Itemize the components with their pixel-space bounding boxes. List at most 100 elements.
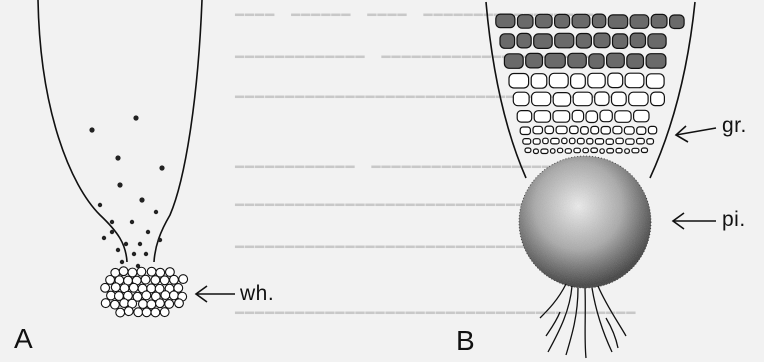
cluster-cell — [170, 291, 179, 300]
gr-label: gr. — [722, 115, 747, 136]
wh-arrow — [196, 286, 235, 302]
open-cell — [574, 148, 581, 153]
open-cell — [577, 138, 584, 144]
pi-arrow — [673, 213, 716, 229]
granular-cell — [648, 34, 666, 49]
granule-dot — [110, 220, 114, 224]
panel-a-drawing — [38, 0, 202, 262]
cluster-cell — [170, 275, 179, 284]
open-cell — [595, 92, 609, 106]
open-cell — [534, 149, 539, 154]
open-cell — [625, 149, 630, 154]
granular-cell — [534, 34, 553, 49]
panel-b-pith-sphere — [519, 156, 651, 288]
open-cell — [570, 126, 579, 134]
cluster-cell — [129, 283, 138, 292]
granular-cell — [555, 14, 570, 28]
open-cell — [612, 92, 627, 106]
open-cell — [570, 138, 576, 144]
granular-cell — [545, 53, 565, 68]
open-cell — [571, 74, 586, 89]
panel-b-letter: B — [456, 327, 475, 355]
open-cell — [517, 111, 532, 123]
open-cell — [541, 149, 548, 154]
open-cell — [616, 138, 623, 144]
open-cell — [533, 126, 543, 134]
granule-dot — [133, 115, 138, 120]
granule-dot — [159, 165, 164, 170]
granular-cell — [536, 14, 553, 27]
granular-cell — [613, 34, 628, 49]
cluster-cell — [137, 267, 146, 276]
cluster-cell — [179, 275, 188, 284]
cluster-cell — [147, 300, 156, 309]
open-cell — [562, 138, 567, 144]
open-cell — [543, 138, 549, 144]
open-cell — [591, 148, 598, 153]
open-cell — [632, 148, 639, 153]
open-cell — [601, 127, 610, 135]
cluster-cell — [101, 283, 110, 292]
open-cell — [573, 92, 592, 106]
cluster-cell — [119, 267, 128, 276]
pi-label: pi. — [722, 209, 746, 230]
open-cell — [637, 127, 646, 134]
open-cell — [616, 148, 622, 153]
granular-cell — [594, 33, 610, 48]
granular-cell — [576, 34, 591, 49]
granular-cell — [646, 54, 666, 68]
granular-cell — [670, 15, 685, 29]
granular-cell — [608, 15, 627, 29]
open-cell — [583, 148, 589, 153]
cluster-cell — [134, 308, 143, 317]
open-cell — [551, 138, 559, 144]
granular-cell — [607, 53, 625, 67]
granule-dot — [110, 230, 114, 234]
panel-a-cell-cluster — [101, 267, 188, 317]
open-cell — [586, 111, 598, 123]
open-cell — [624, 127, 634, 135]
cluster-cell — [161, 291, 170, 300]
granule-dot — [139, 197, 144, 202]
granule-dot — [144, 252, 148, 256]
open-cell — [531, 74, 547, 89]
open-cell — [572, 110, 583, 122]
open-cell — [556, 126, 567, 134]
granule-dot — [158, 238, 162, 242]
cluster-cell — [142, 308, 151, 317]
panel-a-letter: A — [14, 325, 33, 353]
wh-label: wh. — [240, 283, 274, 304]
open-cell — [648, 126, 656, 133]
open-cell — [626, 139, 634, 145]
granular-cell — [630, 15, 649, 28]
gr-arrow — [676, 126, 716, 142]
open-cell — [600, 149, 604, 154]
open-cell — [533, 139, 540, 145]
granular-cell — [589, 54, 604, 69]
granular-cell — [555, 33, 574, 48]
granule-dot — [98, 203, 102, 207]
cluster-cell — [160, 276, 169, 285]
granule-dot — [102, 236, 106, 240]
cluster-cell — [165, 300, 174, 309]
cluster-cell — [111, 283, 120, 292]
granular-cell — [630, 33, 645, 48]
open-cell — [553, 111, 570, 123]
open-cell — [595, 139, 603, 145]
open-cell — [641, 148, 647, 153]
cluster-cell — [151, 308, 160, 317]
cluster-cell — [175, 299, 184, 308]
cluster-cell — [124, 307, 133, 316]
granule-dot — [124, 242, 128, 246]
cluster-cell — [151, 276, 160, 285]
open-cell — [615, 111, 631, 123]
cluster-cell — [141, 275, 150, 284]
granule-dot — [130, 220, 134, 224]
open-cell — [608, 73, 623, 88]
open-cell — [600, 110, 612, 122]
open-cell — [634, 110, 649, 122]
granule-dot — [132, 252, 136, 256]
cluster-cell — [116, 308, 125, 317]
open-cell — [588, 73, 605, 88]
